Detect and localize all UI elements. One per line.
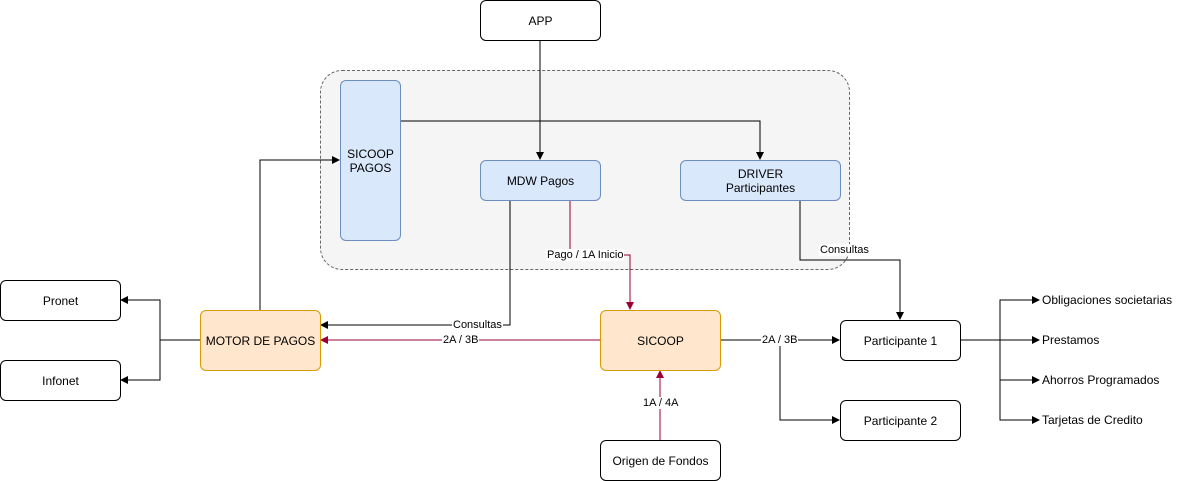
infonet-label: Infonet bbox=[42, 373, 79, 388]
motor-de-pagos-node[interactable]: MOTOR DE PAGOS bbox=[200, 310, 321, 371]
mdw-pagos-node[interactable]: MDW Pagos bbox=[480, 160, 601, 201]
pronet-label: Pronet bbox=[42, 293, 79, 308]
app-node[interactable]: APP bbox=[480, 0, 601, 41]
obligaciones-societarias-label: Obligaciones societarias bbox=[1042, 293, 1173, 307]
motor-de-pagos-label: MOTOR DE PAGOS bbox=[205, 333, 316, 348]
app-label: APP bbox=[528, 13, 553, 28]
origen-de-fondos-node[interactable]: Origen de Fondos bbox=[600, 440, 721, 481]
ahorros-programados-label: Ahorros Programados bbox=[1042, 373, 1160, 387]
edge-label-pago-inicio: Pago / 1A Inicio bbox=[546, 249, 625, 261]
driver-participantes-node[interactable]: DRIVER Participantes bbox=[680, 160, 841, 201]
participante1-node[interactable]: Participante 1 bbox=[840, 320, 961, 361]
infonet-node[interactable]: Infonet bbox=[0, 360, 121, 401]
edge-motor-to-pronet bbox=[120, 296, 200, 341]
edge-motor-to-infonet bbox=[120, 340, 161, 384]
edge-label-origen-1a4a: 1A / 4A bbox=[642, 397, 680, 409]
edge-label-participante-2a3b: 2A / 3B bbox=[761, 334, 799, 346]
edge-motor-to-sicoop-pagos bbox=[259, 156, 340, 310]
sicoop-pagos-node[interactable]: SICOOP PAGOS bbox=[340, 80, 401, 241]
edge-participante1-to-obligaciones bbox=[960, 296, 1040, 341]
sicoop-pagos-label: SICOOP PAGOS bbox=[347, 146, 394, 175]
sicoop-label: SICOOP bbox=[637, 333, 684, 348]
edge-sicoop-to-participante2 bbox=[779, 340, 840, 424]
pronet-node[interactable]: Pronet bbox=[0, 280, 121, 321]
sicoop-node[interactable]: SICOOP bbox=[600, 310, 721, 371]
origen-de-fondos-label: Origen de Fondos bbox=[612, 453, 709, 468]
edge-driver-to-participante1 bbox=[799, 200, 904, 320]
participante1-label: Participante 1 bbox=[863, 333, 938, 348]
edge-label-consultas-motor: Consultas bbox=[452, 319, 503, 331]
prestamos-label: Prestamos bbox=[1042, 333, 1100, 347]
edge-label-motor-2a3b: 2A / 3B bbox=[442, 334, 480, 346]
edge-sicoop-pagos-to-driver bbox=[400, 120, 764, 160]
tarjetas-de-credito-label: Tarjetas de Credito bbox=[1042, 413, 1143, 427]
driver-participantes-label: DRIVER Participantes bbox=[725, 166, 796, 195]
edge-participante1-to-ahorros bbox=[999, 340, 1040, 384]
participante2-node[interactable]: Participante 2 bbox=[840, 400, 961, 441]
edge-mdw-to-motor bbox=[320, 200, 511, 329]
participante2-label: Participante 2 bbox=[863, 413, 938, 428]
edge-label-consultas-driver: Consultas bbox=[819, 244, 870, 256]
edge-participante1-to-tarjetas bbox=[999, 380, 1040, 424]
mdw-pagos-label: MDW Pagos bbox=[506, 173, 575, 188]
